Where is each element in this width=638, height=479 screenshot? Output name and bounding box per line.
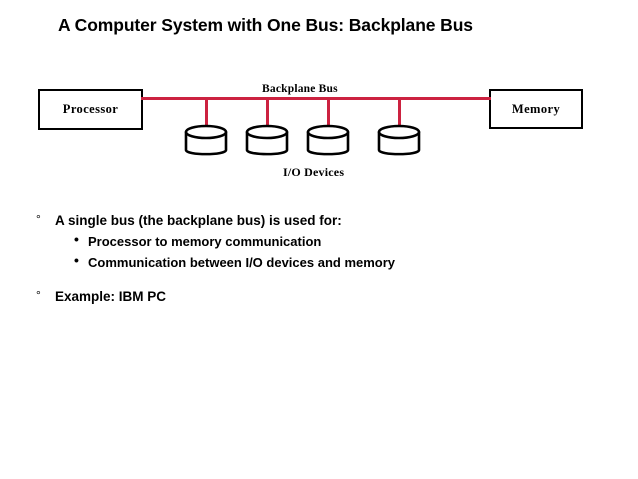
io-devices-label: I/O Devices bbox=[283, 165, 345, 179]
spacer bbox=[0, 273, 638, 286]
bus-stub-3 bbox=[327, 99, 330, 129]
bullet-text: Processor to memory communication bbox=[88, 234, 322, 249]
bullet-item: • Communication between I/O devices and … bbox=[74, 252, 638, 273]
backplane-bus-line bbox=[141, 97, 491, 100]
bullet-text: A single bus (the backplane bus) is used… bbox=[55, 213, 342, 228]
dot-bullet-icon: • bbox=[74, 252, 79, 268]
bullet-item: • Processor to memory communication bbox=[74, 231, 638, 252]
page-title: A Computer System with One Bus: Backplan… bbox=[58, 15, 473, 35]
backplane-bus-label: Backplane Bus bbox=[259, 83, 341, 95]
processor-label: Processor bbox=[62, 102, 119, 116]
processor-block: Processor bbox=[38, 89, 143, 130]
dot-bullet-icon: • bbox=[74, 231, 79, 247]
ring-bullet-icon: ° bbox=[36, 212, 41, 226]
io-device-cylinder-icon bbox=[306, 124, 350, 158]
bus-stub-1 bbox=[205, 99, 208, 129]
io-device-cylinder-icon bbox=[377, 124, 421, 158]
bullet-text: Example: IBM PC bbox=[55, 289, 167, 304]
bullet-item: ° Example: IBM PC bbox=[36, 286, 638, 307]
bus-stub-4 bbox=[398, 99, 401, 129]
backplane-bus-diagram: Processor Memory Backplane Bus bbox=[0, 0, 638, 200]
bullet-item: ° A single bus (the backplane bus) is us… bbox=[36, 210, 638, 231]
io-device-cylinder-icon bbox=[184, 124, 228, 158]
slide-body: ° A single bus (the backplane bus) is us… bbox=[0, 210, 638, 307]
ring-bullet-icon: ° bbox=[36, 288, 41, 302]
io-device-cylinder-icon bbox=[245, 124, 289, 158]
memory-label: Memory bbox=[511, 101, 561, 116]
bus-stub-2 bbox=[266, 99, 269, 129]
bullet-text: Communication between I/O devices and me… bbox=[88, 255, 396, 270]
memory-block: Memory bbox=[489, 89, 583, 129]
